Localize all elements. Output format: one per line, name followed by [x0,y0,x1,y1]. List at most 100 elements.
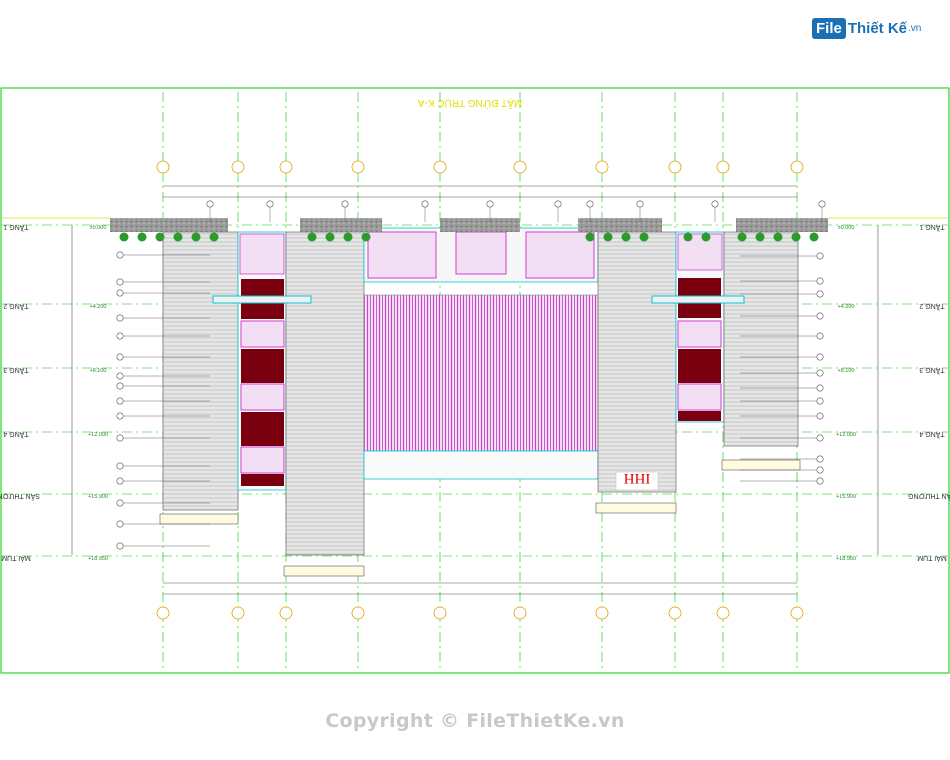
planter-shrub-4 [173,232,183,242]
elevation-right-3: +8.100 [838,368,855,374]
logo-file-text: File [812,17,846,39]
left-red-panel-3 [241,412,284,446]
leader-bubble-left-5 [116,332,124,340]
planter-shrub-10 [361,232,371,242]
leader-bubble-left-2 [116,278,124,286]
axis-bubble-top-5 [433,160,447,174]
leader-bubble-top-5 [486,200,494,208]
leader-bubble-top-10 [818,200,826,208]
leader-bubble-right-3 [816,290,824,298]
axis-bubble-top-8 [668,160,682,174]
level-label-left-5: SÂN THƯỢNG [0,492,40,501]
planter-shrub-8 [325,232,335,242]
right-red-panel-2 [678,349,721,383]
level-label-right-4: TẦNG 4 [919,430,944,440]
planter-shrub-21 [809,232,819,242]
roof-parapet-1 [110,218,228,232]
axis-bubble-top-2 [231,160,245,174]
left-red-panel-4 [241,474,284,486]
level-label-left-1: TẦNG 1 [3,223,28,233]
level-label-right-1: TẦNG 1 [919,223,944,233]
elevation-left-3: +8.100 [90,368,107,374]
right-step [595,502,677,514]
roof-parapet-2 [300,218,382,232]
leader-bubble-top-8 [636,200,644,208]
planter-shrub-7 [307,232,317,242]
logo-name-text: Thiết Kế [847,19,908,37]
leader-bubble-right-14 [816,477,824,485]
annotation-leaders [116,200,826,550]
left-window-3 [240,383,285,411]
elevation-right-2: +4.200 [838,304,855,310]
left-tower-block [285,231,365,556]
drawing-title: MẶT ĐỨNG TRỤC K-A [418,97,523,110]
axis-bubble-top-4 [351,160,365,174]
leader-bubble-right-10 [816,412,824,420]
leader-bubble-left-4 [116,314,124,322]
leader-bubble-top-2 [266,200,274,208]
leader-bubble-right-8 [816,384,824,392]
site-logo[interactable]: File Thiết Kế .vn [812,14,921,42]
elevation-right-4: +12.000 [836,432,856,438]
level-label-left-3: TẦNG 3 [3,366,28,376]
leader-bubble-left-8 [116,382,124,390]
planter-shrub-16 [701,232,711,242]
center-curtain-wall [363,294,599,452]
level-label-left-4: TẦNG 4 [3,430,28,440]
axis-bubble-bottom-3 [279,606,293,620]
elevation-left-2: +4.200 [90,304,107,310]
planter-shrub-3 [155,232,165,242]
leader-bubble-left-6 [116,353,124,361]
left-wall-block [162,231,239,511]
axis-bubbles [156,160,804,620]
leader-bubble-left-14 [116,499,124,507]
left-window-top [239,233,285,275]
leader-bubble-left-9 [116,397,124,405]
axis-bubble-bottom-8 [668,606,682,620]
level-label-right-2: TẦNG 2 [919,302,944,312]
leader-bubble-top-1 [206,200,214,208]
sign-board [615,471,659,491]
level-label-right-6: MÁI TUM [917,554,947,563]
axis-bubble-top-9 [716,160,730,174]
center-left-step [283,565,365,577]
center-top-window-middle [455,231,507,275]
axis-bubble-top-10 [790,160,804,174]
leader-bubble-left-12 [116,462,124,470]
leader-bubble-right-13 [816,466,824,474]
level-label-left-6: MÁI TUM [1,554,31,563]
elevation-left-1: ±0.000 [90,225,107,231]
right-tower-block [597,231,677,493]
roof-parapet-3 [440,218,520,232]
level-label-left-2: TẦNG 2 [3,302,28,312]
planter-shrub-1 [119,232,129,242]
roof-parapet-5 [736,218,828,232]
leader-bubble-left-7 [116,372,124,380]
right-canopy [651,295,745,304]
leader-bubble-top-6 [554,200,562,208]
leader-bubble-left-11 [116,434,124,442]
axis-bubble-top-6 [513,160,527,174]
planter-shrub-6 [209,232,219,242]
leader-bubble-right-12 [816,455,824,463]
planter-shrub-14 [639,232,649,242]
leader-bubble-left-10 [116,412,124,420]
planter-shrub-13 [621,232,631,242]
planter-shrub-17 [737,232,747,242]
logo-domain-text: .vn [908,22,922,34]
roof-parapet-4 [578,218,662,232]
axis-bubble-bottom-4 [351,606,365,620]
elevation-right-6: +18.950 [836,556,856,562]
axis-bubble-top-7 [595,160,609,174]
planter-shrub-19 [773,232,783,242]
left-red-panel-2 [241,349,284,383]
leader-bubble-top-3 [341,200,349,208]
leader-bubble-top-9 [711,200,719,208]
axis-bubble-bottom-5 [433,606,447,620]
ihh-sign: IHH [624,470,651,486]
right-window-3 [677,383,722,411]
leader-bubble-right-1 [816,252,824,260]
left-step [159,513,239,525]
leader-bubble-right-4 [816,312,824,320]
